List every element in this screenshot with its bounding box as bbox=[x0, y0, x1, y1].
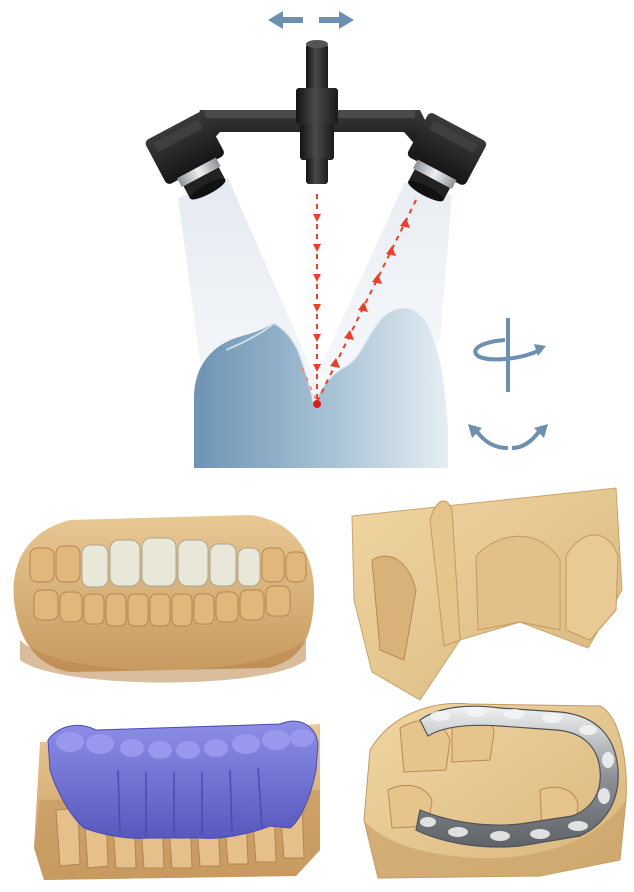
tilt-arrows-icon bbox=[476, 430, 540, 448]
metal-framework-bridge bbox=[364, 703, 626, 878]
rotation-axis-icon bbox=[475, 318, 540, 392]
center-projector bbox=[296, 40, 338, 184]
horizontal-move-arrows-icon bbox=[268, 11, 354, 29]
lower-arch-wax-up bbox=[34, 721, 320, 880]
full-arch-occlusion-model bbox=[13, 515, 314, 683]
scanner-diagram bbox=[144, 11, 548, 468]
laser-focus-point bbox=[313, 400, 321, 408]
single-die-scan bbox=[352, 488, 622, 700]
